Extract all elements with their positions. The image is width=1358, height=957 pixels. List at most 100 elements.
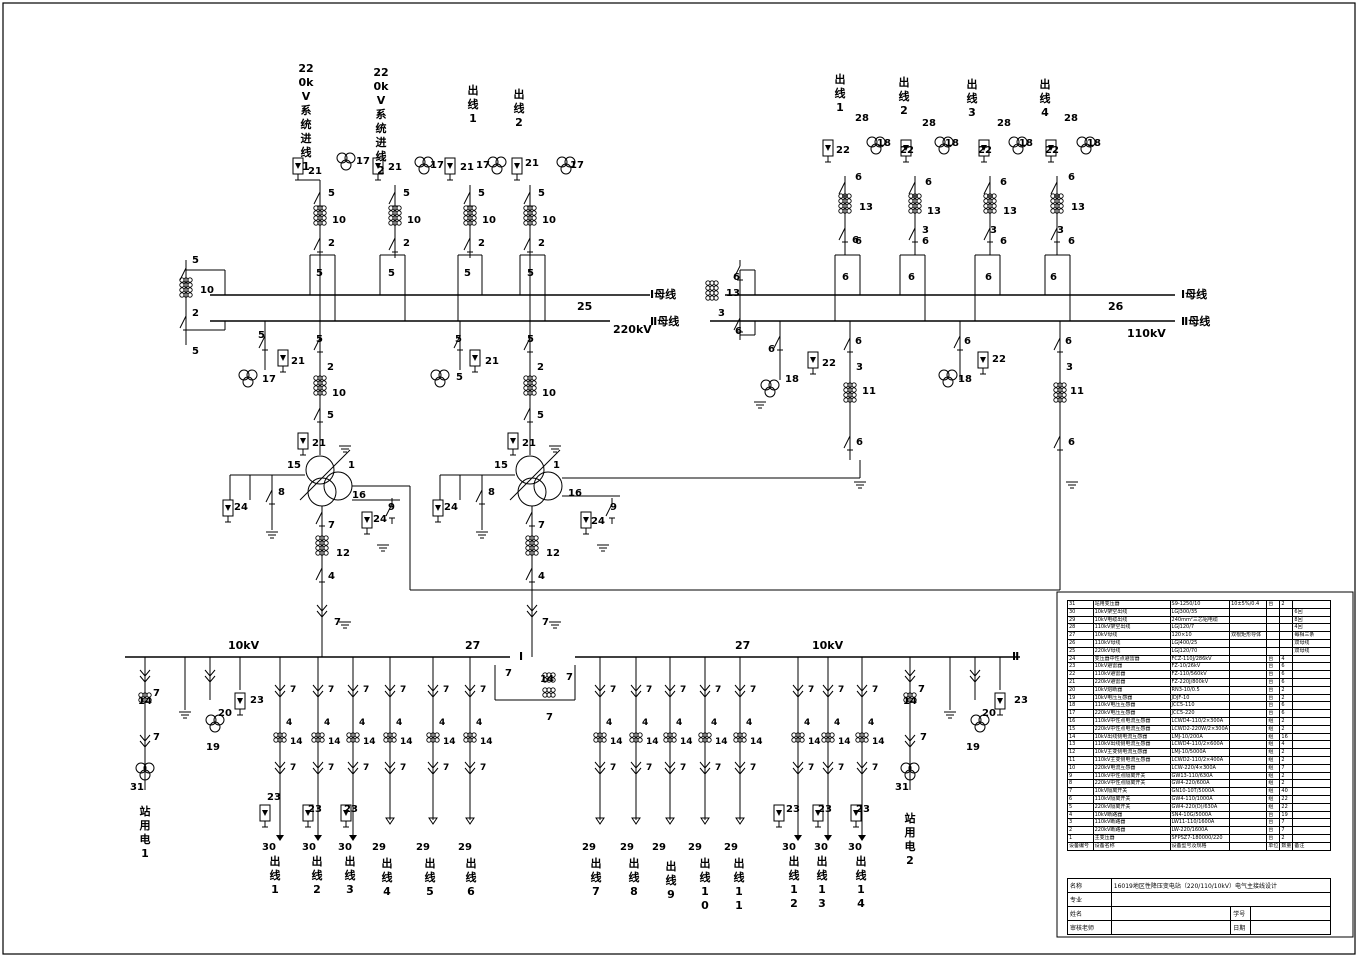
equipment-table-cell: 设备编号 <box>1067 841 1094 851</box>
svg-text:21: 21 <box>460 162 474 173</box>
equipment-table-cell: 10kV出线侧电流互感器 <box>1092 732 1171 742</box>
title-teacher-value <box>1110 920 1232 935</box>
svg-text:23: 23 <box>267 792 281 803</box>
feeder-220kv-outgoing-1: 出线1 <box>467 84 479 125</box>
svg-text:29: 29 <box>372 842 386 853</box>
equipment-table-cell <box>1266 631 1281 640</box>
svg-text:13: 13 <box>859 202 873 213</box>
feeder-10kv-14: 出线14 <box>855 855 867 910</box>
equipment-table-cell: 6 <box>1279 662 1294 672</box>
svg-text:6: 6 <box>856 437 863 448</box>
equipment-table-cell: JCC5-110 <box>1169 701 1231 711</box>
equipment-table-cell <box>1292 755 1331 765</box>
feeder-110kv-1: 出线1 <box>834 73 846 114</box>
svg-text:7: 7 <box>443 763 449 773</box>
svg-text:7: 7 <box>610 685 616 695</box>
equipment-table-cell <box>1279 638 1294 648</box>
equipment-table-cell: GW4-110/1000A <box>1169 794 1231 804</box>
svg-text:10: 10 <box>542 388 556 399</box>
equipment-table-cell <box>1279 607 1294 617</box>
svg-text:18: 18 <box>877 138 891 149</box>
equipment-table-cell <box>1229 818 1268 828</box>
svg-text:14: 14 <box>715 737 728 747</box>
bus-10kv-section-2: Ⅱ <box>1012 650 1020 663</box>
bus-110kv-number: 26 <box>1108 300 1124 313</box>
feeder-10kv-8: 出线8 <box>628 857 640 898</box>
equipment-table-cell: 每相三条 <box>1292 631 1331 640</box>
svg-text:7: 7 <box>538 520 545 531</box>
bus-220kv-number: 25 <box>577 300 593 313</box>
equipment-table-cell: 双母线 <box>1292 638 1331 648</box>
equipment-table-cell: 台 <box>1266 818 1281 828</box>
equipment-table-cell <box>1229 810 1268 820</box>
equipment-table-cell: LCWD2-220W/2×300A <box>1169 724 1231 734</box>
svg-text:1: 1 <box>553 460 560 471</box>
svg-text:23: 23 <box>856 804 870 815</box>
equipment-table-cell: 6 <box>1067 794 1094 804</box>
equipment-table-cell: 组 <box>1266 787 1281 796</box>
equipment-table-cell: 2 <box>1279 600 1294 609</box>
equipment-table-cell <box>1292 787 1331 796</box>
svg-text:14: 14 <box>646 737 659 747</box>
svg-text:29: 29 <box>582 842 596 853</box>
equipment-table-cell: 10kV断路器 <box>1092 810 1171 820</box>
equipment-table-cell: 10kV避雷器 <box>1092 662 1171 672</box>
equipment-table-cell: 站用变压器 <box>1092 600 1171 609</box>
equipment-table-cell: 240mm²三芯铝电缆 <box>1169 615 1231 625</box>
svg-text:30: 30 <box>338 842 352 853</box>
equipment-table-cell <box>1229 615 1268 625</box>
equipment-table-cell <box>1292 802 1331 812</box>
svg-text:6: 6 <box>908 272 915 283</box>
svg-text:6: 6 <box>855 336 862 347</box>
svg-text:2: 2 <box>538 238 545 249</box>
equipment-table-cell <box>1292 670 1331 679</box>
svg-text:4: 4 <box>642 718 648 728</box>
equipment-table-cell: JCC5-220 <box>1169 709 1231 718</box>
svg-text:7: 7 <box>290 685 296 695</box>
equipment-table-cell: 7 <box>1279 826 1294 835</box>
svg-text:6: 6 <box>855 236 862 247</box>
svg-text:30: 30 <box>814 842 828 853</box>
equipment-table-cell <box>1229 677 1268 687</box>
svg-text:5: 5 <box>478 188 485 199</box>
svg-text:4: 4 <box>606 718 612 728</box>
svg-text:6: 6 <box>1000 177 1007 188</box>
svg-text:14: 14 <box>808 737 821 747</box>
svg-text:24: 24 <box>591 516 605 527</box>
bus-10kv-left-number: 27 <box>465 639 481 652</box>
svg-text:4: 4 <box>476 718 482 728</box>
svg-text:13: 13 <box>1003 206 1017 217</box>
svg-text:7: 7 <box>546 712 553 723</box>
svg-text:10: 10 <box>200 285 214 296</box>
svg-text:6: 6 <box>735 326 742 337</box>
equipment-table-cell: 组 <box>1266 771 1281 781</box>
equipment-table-cell <box>1292 677 1331 687</box>
equipment-table-cell: LCW-220/4×300A <box>1169 763 1231 773</box>
svg-text:14: 14 <box>443 737 456 747</box>
equipment-table-cell: 组 <box>1266 779 1281 789</box>
title-name-label: 名称 <box>1067 878 1112 893</box>
svg-text:7: 7 <box>715 685 721 695</box>
equipment-table-cell: LMJ-10/200A <box>1169 732 1231 742</box>
equipment-table-cell: 台 <box>1266 693 1281 703</box>
equipment-table-cell: 6 <box>1279 709 1294 718</box>
equipment-table-cell <box>1292 685 1331 695</box>
svg-text:17: 17 <box>476 160 490 171</box>
equipment-table-cell: LGJ120/70 <box>1169 646 1231 656</box>
feeder-10kv-2: 出线2 <box>311 855 323 896</box>
svg-text:14: 14 <box>610 737 623 747</box>
svg-text:19: 19 <box>206 742 220 753</box>
equipment-table-cell: FZ-220J/800kV <box>1169 677 1231 687</box>
feeder-110kv-2: 出线2 <box>898 76 910 117</box>
equipment-table-cell: 110kV电压互感器 <box>1092 701 1171 711</box>
svg-text:6: 6 <box>1050 272 1057 283</box>
svg-text:3: 3 <box>718 308 725 319</box>
equipment-table-cell: 40 <box>1279 787 1294 796</box>
title-major-label: 专业 <box>1067 892 1112 907</box>
svg-text:7: 7 <box>400 685 406 695</box>
